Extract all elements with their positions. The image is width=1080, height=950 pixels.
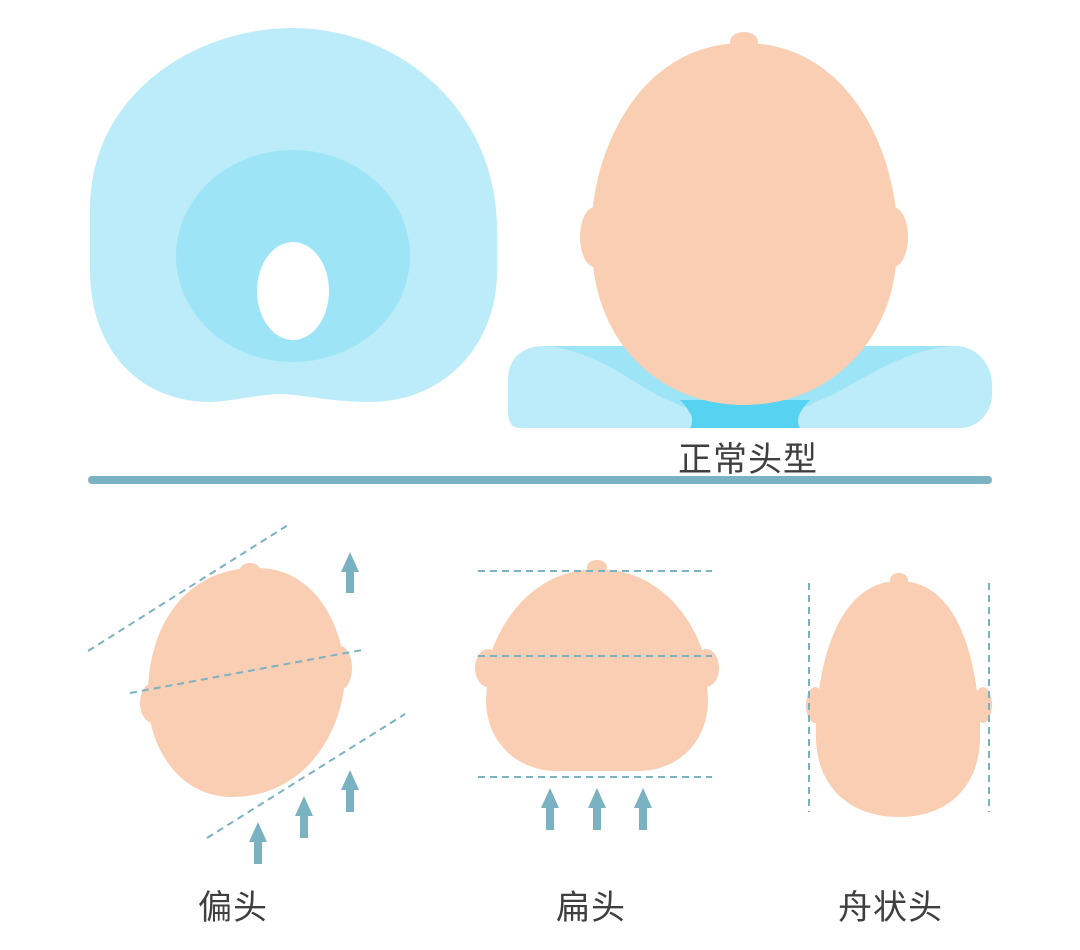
normal-head-illustration xyxy=(508,32,992,428)
brachycephaly-label: 扁头 xyxy=(556,888,626,928)
scaphocephaly-illustration xyxy=(806,573,992,817)
pillow-top-view xyxy=(90,28,497,402)
pressure-arrows xyxy=(249,552,359,864)
plagiocephaly-label: 偏头 xyxy=(198,888,268,928)
plagiocephaly-illustration xyxy=(87,524,406,864)
normal-head-label: 正常头型 xyxy=(678,440,818,480)
pressure-arrows xyxy=(541,788,652,830)
brachycephaly-illustration xyxy=(475,560,719,830)
scaphocephaly-label: 舟状头 xyxy=(838,888,943,928)
